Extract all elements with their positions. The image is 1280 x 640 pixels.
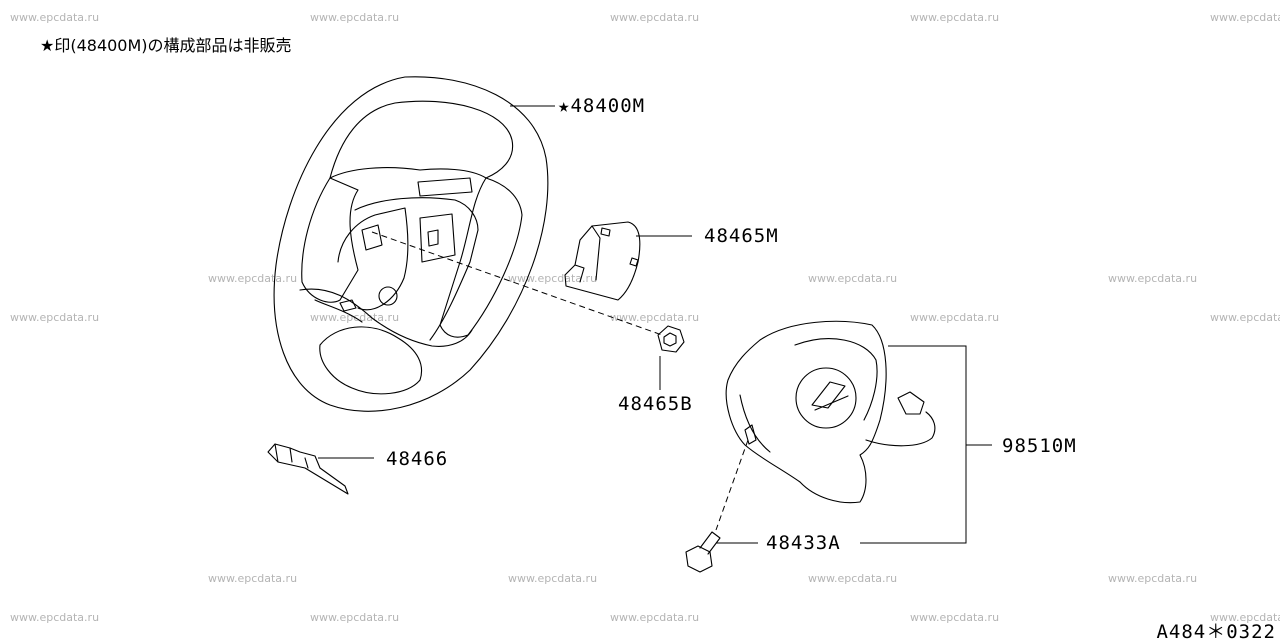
watermark: www.epcdata.ru (610, 11, 699, 24)
watermark: www.epcdata.ru (10, 611, 99, 624)
watermark: www.epcdata.ru (610, 311, 699, 324)
watermark: www.epcdata.ru (508, 572, 597, 585)
watermark: www.epcdata.ru (808, 572, 897, 585)
diagram-code: A484＊0322 (1156, 621, 1276, 640)
non-serviceable-note: ★印(48400M)の構成部品は非販売 (40, 36, 292, 55)
steering-wheel-drawing (273, 76, 549, 412)
watermark: www.epcdata.ru (1210, 11, 1280, 24)
part-label-98510m: 98510M (1002, 435, 1077, 457)
watermark: www.epcdata.ru (610, 611, 699, 624)
part-label-48465b: 48465B (618, 393, 693, 415)
watermark: www.epcdata.ru (310, 611, 399, 624)
watermark: www.epcdata.ru (508, 272, 597, 285)
watermark: www.epcdata.ru (910, 11, 999, 24)
part-label-48400m: ★48400M (558, 95, 645, 117)
alignment-line (715, 439, 749, 531)
part-label-48465m: 48465M (704, 225, 779, 247)
watermark: www.epcdata.ru (1210, 311, 1280, 324)
airbag-module-drawing (725, 320, 936, 504)
leader-line (860, 345, 967, 544)
watermark: www.epcdata.ru (1210, 611, 1280, 624)
watermark: www.epcdata.ru (808, 272, 897, 285)
watermark: www.epcdata.ru (208, 572, 297, 585)
watermark: www.epcdata.ru (1108, 572, 1197, 585)
alignment-line (371, 231, 663, 336)
bolt-drawing (685, 531, 721, 573)
watermark: www.epcdata.ru (10, 11, 99, 24)
watermark: www.epcdata.ru (208, 272, 297, 285)
nut-drawing (657, 325, 685, 353)
watermark: www.epcdata.ru (910, 311, 999, 324)
part-label-48433a: 48433A (766, 532, 841, 554)
watermark: www.epcdata.ru (10, 311, 99, 324)
watermark: www.epcdata.ru (1108, 272, 1197, 285)
bracket-drawing (267, 443, 349, 495)
watermark-layer: www.epcdata.ru www.epcdata.ru www.epcdat… (10, 11, 1280, 624)
switch-drawing (564, 221, 641, 301)
watermark: www.epcdata.ru (310, 11, 399, 24)
part-label-48466: 48466 (386, 448, 448, 470)
watermark: www.epcdata.ru (910, 611, 999, 624)
